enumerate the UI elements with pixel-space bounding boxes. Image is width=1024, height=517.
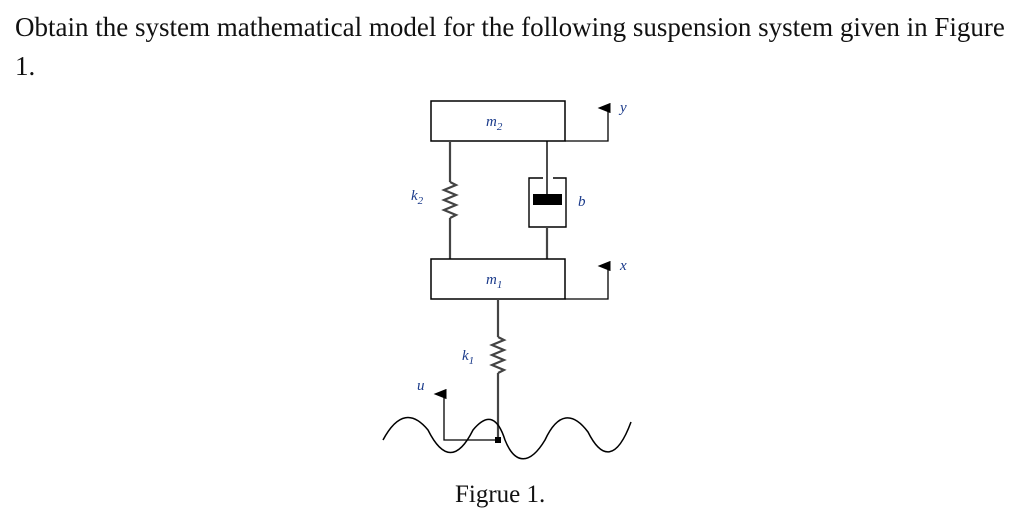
damper-b: [528, 141, 567, 259]
u-label: u: [417, 378, 425, 394]
x-label: x: [619, 258, 627, 274]
mass-m1-block: [430, 258, 566, 300]
road-profile: [382, 416, 632, 460]
road-input-arrow: [433, 388, 498, 441]
mass-m2-label: m2: [486, 114, 503, 133]
question-text: Obtain the system mathematical model for…: [15, 12, 1005, 81]
damper-piston: [533, 194, 562, 205]
spring-k2-label: k2: [411, 188, 424, 207]
contact-point: [495, 437, 501, 443]
mass-m1-label: m1: [486, 272, 502, 291]
spring-k2: [441, 141, 459, 259]
damper-b-label: b: [578, 194, 586, 210]
spring-k1-label: k1: [462, 348, 474, 367]
figure-caption: Figrue 1.: [455, 481, 546, 508]
spring-k1: [489, 299, 507, 440]
y-label: y: [618, 100, 627, 116]
x-displacement-arrow: [565, 260, 611, 300]
y-displacement-arrow: [565, 102, 611, 142]
mass-m2-block: [430, 100, 566, 142]
